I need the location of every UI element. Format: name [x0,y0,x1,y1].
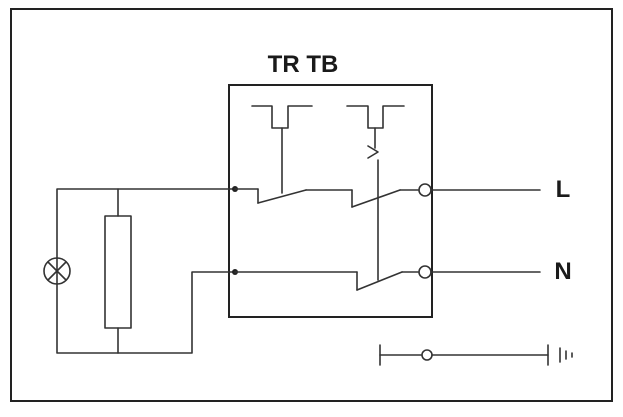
module-box [228,84,433,318]
lamp-icon [43,257,71,285]
resistor [104,215,132,329]
live-switch-line [234,188,419,208]
module-title: TR TB [268,51,339,78]
outer-frame [10,8,613,402]
neutral-label: N [554,258,571,285]
live-label: L [556,176,571,203]
earth-ground-icon [379,344,573,366]
external-load-circuit [56,188,236,354]
tb-pulse-symbol [346,105,405,281]
terminal-neutral [418,265,432,279]
tr-pulse-symbol [251,105,313,194]
neutral-switch-line [234,271,419,291]
terminal-live [418,183,432,197]
